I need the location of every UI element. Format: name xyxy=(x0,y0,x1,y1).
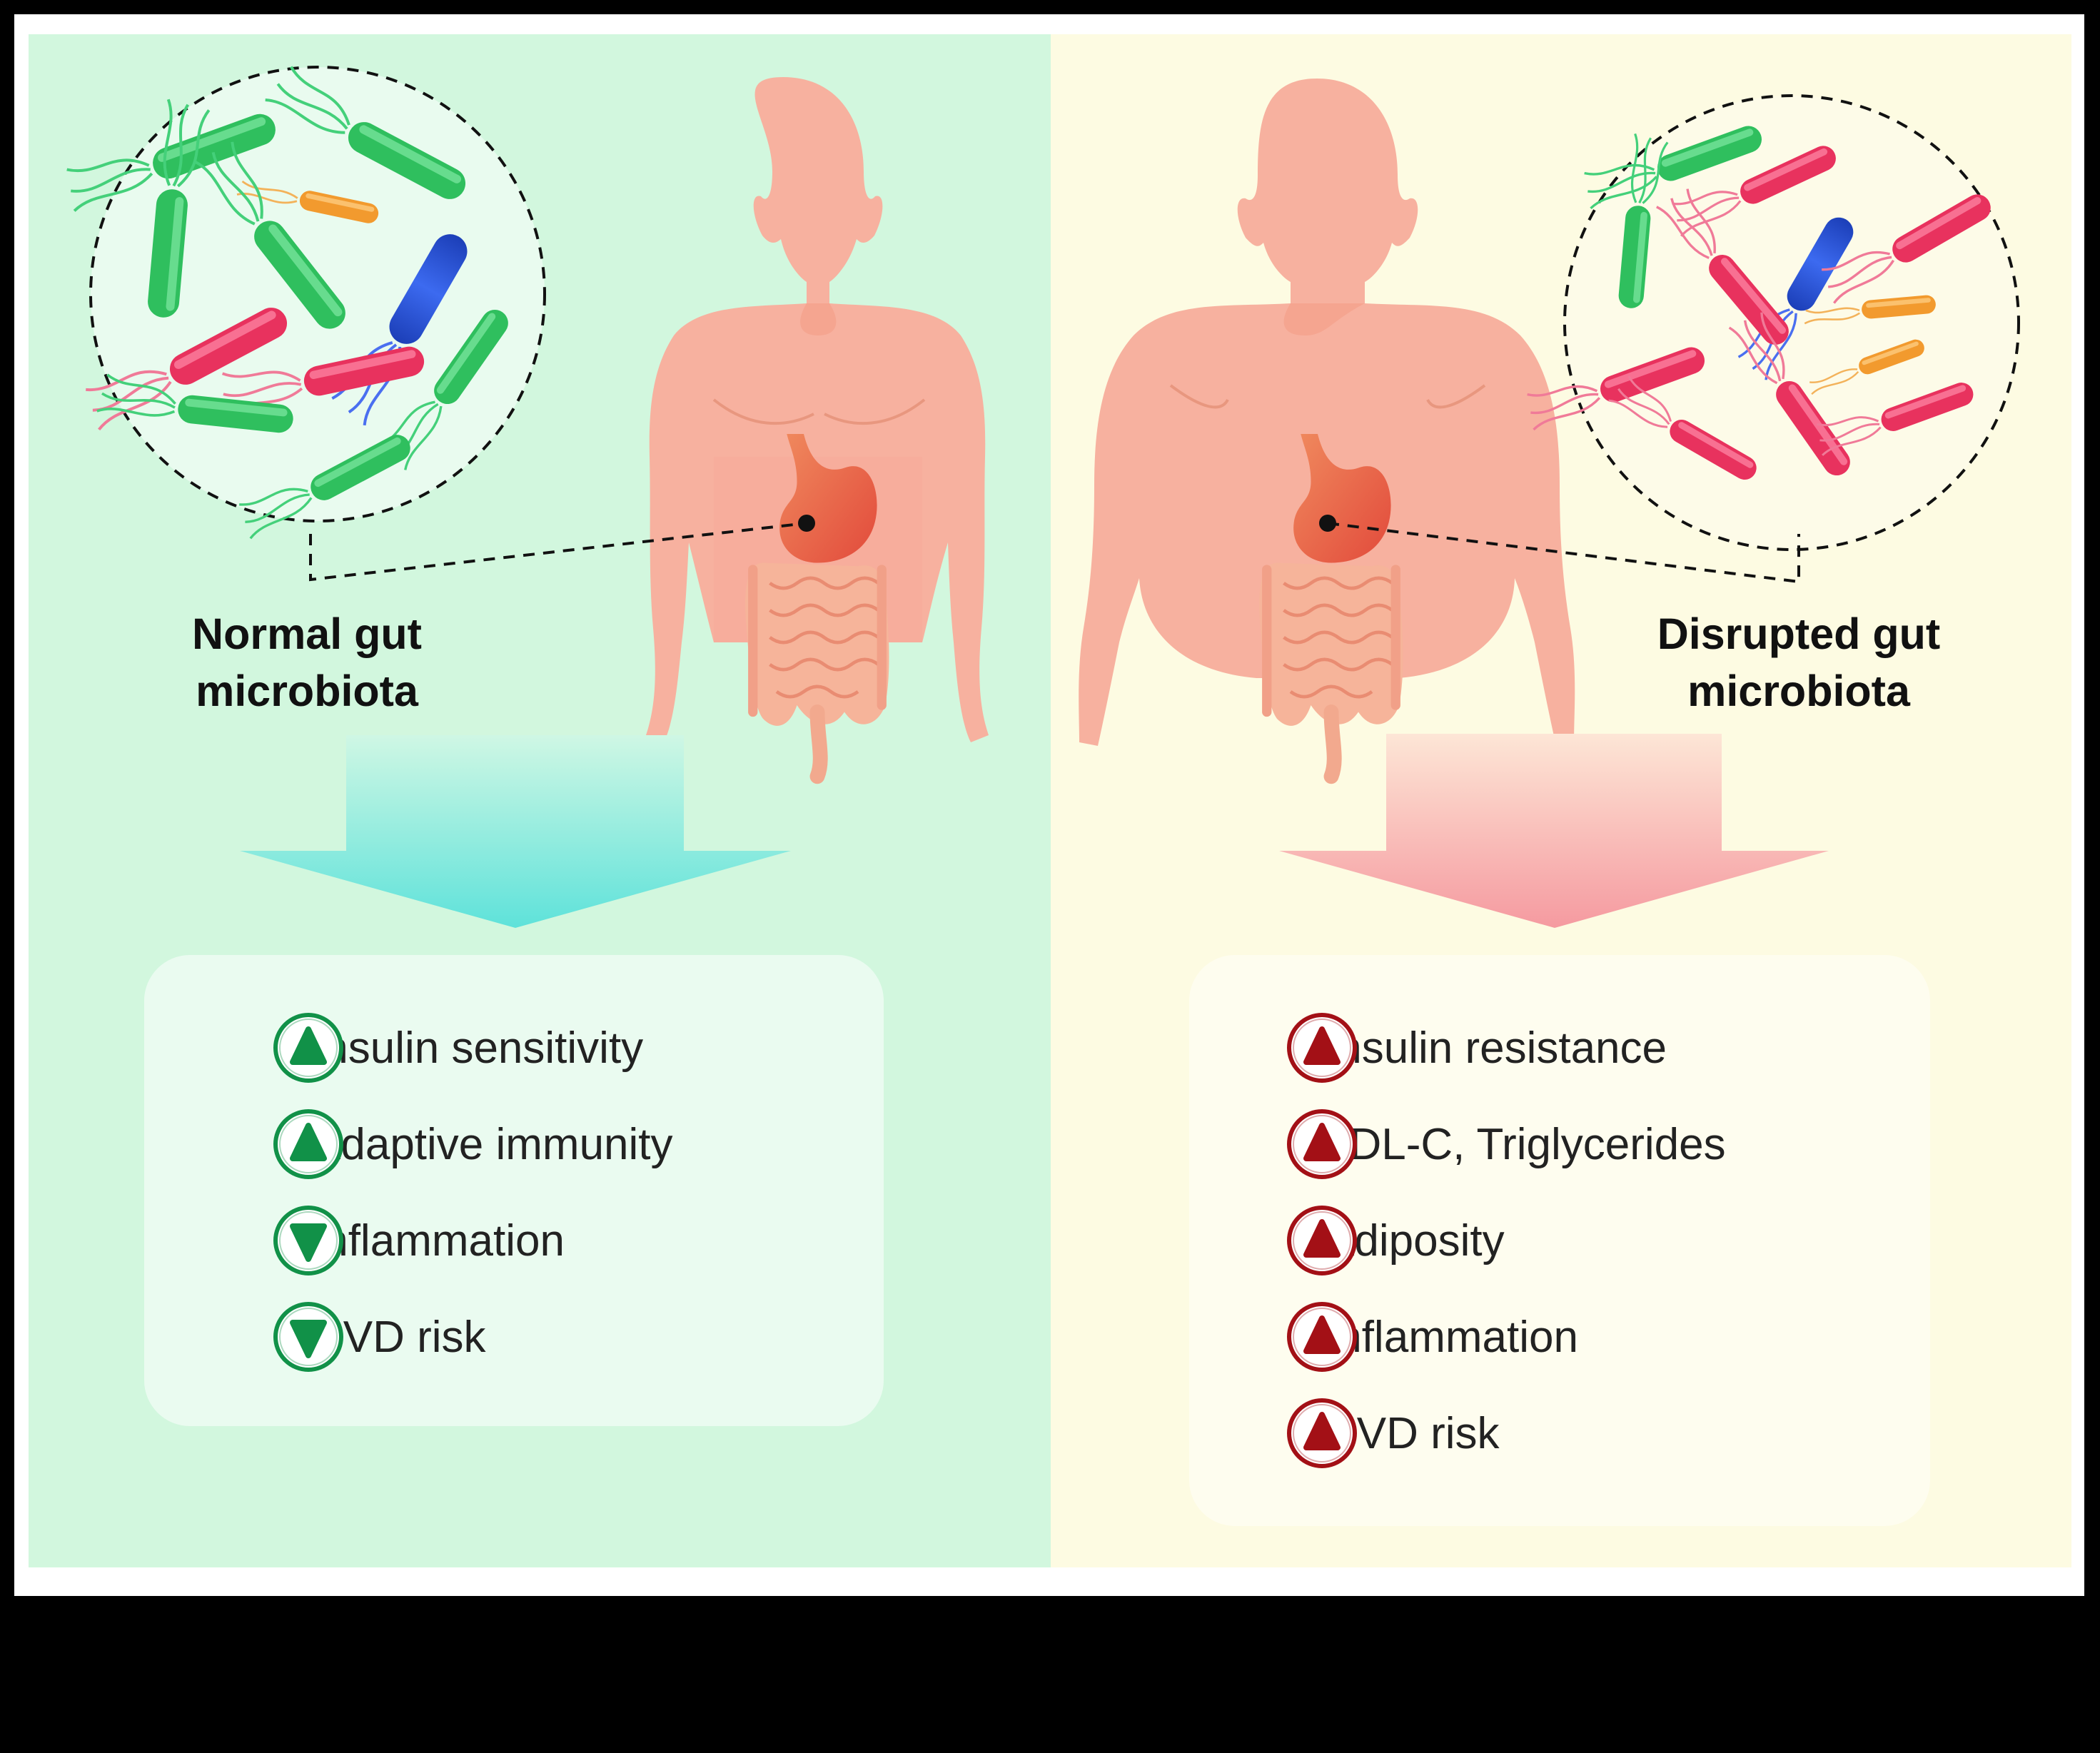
triangle-down-icon xyxy=(273,1302,343,1372)
human-body-icon-obese xyxy=(1079,79,1575,746)
triangle-up-icon xyxy=(1287,1206,1357,1275)
triangle-up-icon xyxy=(1287,1109,1357,1179)
left-panel-title: Normal gut microbiota xyxy=(192,610,422,715)
right-down-arrow xyxy=(1279,734,1829,928)
gut-marker-right xyxy=(1319,515,1336,532)
triangle-down-icon xyxy=(273,1206,343,1275)
effect-item: CVD risk xyxy=(273,1301,486,1373)
effect-item: Adiposity xyxy=(1286,1205,1505,1276)
effect-label: Inflammation xyxy=(311,1216,565,1266)
effect-item: Inflammation xyxy=(1286,1301,1578,1373)
effect-label: Adaptive immunity xyxy=(311,1119,673,1169)
left-effects-box xyxy=(144,955,884,1426)
gut-marker-left xyxy=(798,515,815,532)
left-down-arrow xyxy=(240,735,791,928)
triangle-up-icon xyxy=(1287,1302,1357,1372)
effect-label: Inflammation xyxy=(1325,1312,1578,1362)
triangle-up-icon xyxy=(1287,1398,1357,1468)
effect-label: LDL-C, Triglycerides xyxy=(1325,1119,1726,1169)
triangle-up-icon xyxy=(273,1013,343,1083)
effect-item: LDL-C, Triglycerides xyxy=(1286,1108,1726,1180)
effect-item: Insulin sensitivity xyxy=(273,1012,643,1083)
left-microbiota-circle xyxy=(59,64,546,542)
effect-label: Insulin resistance xyxy=(1325,1023,1667,1073)
effect-label: Insulin sensitivity xyxy=(311,1023,644,1073)
triangle-up-icon xyxy=(273,1109,343,1179)
triangle-up-icon xyxy=(1287,1013,1357,1083)
right-panel-title: Disrupted gut microbiota xyxy=(1657,610,1941,715)
effect-item: Adaptive immunity xyxy=(273,1108,673,1180)
leader-lines xyxy=(309,522,1800,584)
effect-item: CVD risk xyxy=(1286,1398,1500,1469)
right-microbiota-circle xyxy=(1520,94,2020,551)
effect-item: Insulin resistance xyxy=(1286,1012,1667,1083)
effect-item: Inflammation xyxy=(273,1205,565,1276)
